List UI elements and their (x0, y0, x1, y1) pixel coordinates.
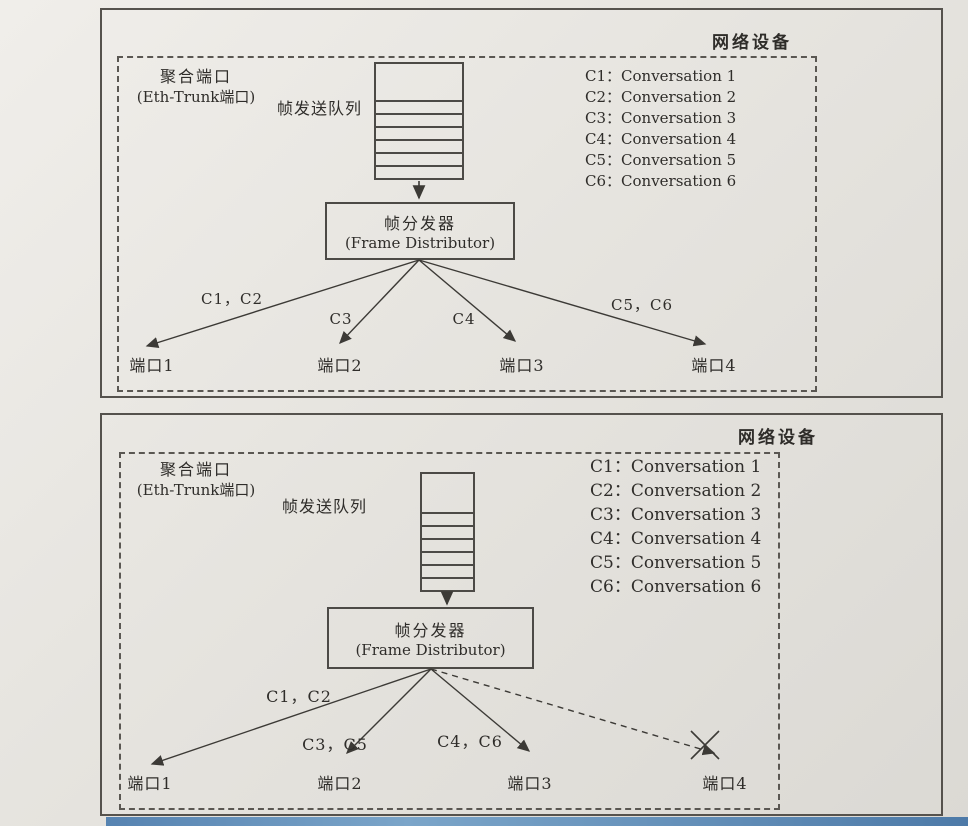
flow-label-port4: C5，C6 (610, 296, 674, 314)
legend-item-c2: C2：Conversation 2 (590, 481, 762, 501)
frame-send-queue (374, 62, 464, 180)
port-4-label: 端口4 (691, 356, 737, 375)
legend-item-c2: C2：Conversation 2 (585, 88, 737, 106)
queue-slot (422, 577, 473, 590)
aggregate-port-title: 聚合端口 (159, 67, 232, 86)
legend-item-c3: C3：Conversation 3 (585, 109, 737, 127)
legend-item-c5: C5：Conversation 5 (590, 553, 762, 573)
port-1-label: 端口1 (127, 774, 173, 793)
flow-label-port2: C3，C5 (302, 735, 368, 754)
queue-slots (422, 512, 473, 590)
queue-slot (422, 564, 473, 577)
network-device-panel-2: 网络设备 聚合端口 (Eth-Trunk端口) 帧发送队列 帧分发器 (Fram… (100, 413, 943, 816)
frame-distributor-box: 帧分发器 (Frame Distributor) (327, 607, 534, 669)
queue-slot (376, 165, 462, 178)
queue-slot (376, 113, 462, 126)
legend-item-c6: C6：Conversation 6 (590, 577, 762, 597)
queue-slot (376, 139, 462, 152)
aggregate-port-label: 聚合端口 (Eth-Trunk端口) (126, 459, 266, 501)
legend-item-c5: C5：Conversation 5 (585, 151, 737, 169)
flow-label-port1: C1，C2 (266, 687, 332, 706)
aggregate-port-subtitle: (Eth-Trunk端口) (136, 481, 256, 499)
flow-label-port1: C1，C2 (200, 290, 264, 308)
legend-item-c3: C3：Conversation 3 (590, 505, 762, 525)
queue-slot (422, 525, 473, 538)
legend-item-c6: C6：Conversation 6 (585, 172, 737, 190)
queue-slot (422, 538, 473, 551)
flow-label-port2: C3 (329, 310, 353, 328)
frame-queue-label: 帧发送队列 (282, 497, 368, 516)
aggregate-port-label: 聚合端口 (Eth-Trunk端口) (126, 66, 266, 108)
queue-slots (376, 100, 462, 178)
conversation-legend: C1：Conversation 1 C2：Conversation 2 C3：C… (590, 455, 761, 599)
eth-trunk-boundary (117, 56, 817, 392)
eth-trunk-boundary (119, 452, 780, 810)
port-3-label: 端口3 (507, 774, 553, 793)
queue-slot (422, 551, 473, 564)
queue-slot (376, 152, 462, 165)
aggregate-port-subtitle: (Eth-Trunk端口) (136, 88, 256, 106)
queue-slot (376, 126, 462, 139)
conversation-legend: C1：Conversation 1 C2：Conversation 2 C3：C… (585, 66, 736, 192)
frame-distributor-box: 帧分发器 (Frame Distributor) (325, 202, 515, 260)
queue-slot (422, 512, 473, 525)
device-label: 网络设备 (738, 428, 818, 448)
legend-item-c4: C4：Conversation 4 (585, 130, 737, 148)
port-4-label: 端口4 (702, 774, 748, 793)
frame-distributor-subtitle: (Frame Distributor) (344, 234, 496, 252)
port-2-label: 端口2 (317, 356, 363, 375)
frame-distributor-title: 帧分发器 (394, 621, 467, 640)
aggregate-port-title: 聚合端口 (159, 460, 232, 479)
frame-queue-label: 帧发送队列 (277, 99, 363, 118)
frame-distributor-title: 帧分发器 (383, 214, 456, 233)
network-device-panel-1: 网络设备 聚合端口 (Eth-Trunk端口) 帧发送队列 帧分发器 (Fram… (100, 8, 943, 398)
device-label: 网络设备 (712, 33, 792, 53)
queue-slot (376, 100, 462, 113)
port-3-label: 端口3 (499, 356, 545, 375)
scan-edge-blue-strip (106, 817, 968, 826)
legend-item-c1: C1：Conversation 1 (585, 67, 737, 85)
port-1-label: 端口1 (129, 356, 175, 375)
frame-distributor-subtitle: (Frame Distributor) (355, 641, 506, 659)
legend-item-c4: C4：Conversation 4 (590, 529, 762, 549)
flow-label-port3: C4 (452, 310, 476, 328)
flow-label-port3: C4，C6 (437, 732, 503, 751)
legend-item-c1: C1：Conversation 1 (590, 457, 762, 477)
frame-send-queue (420, 472, 475, 592)
port-2-label: 端口2 (317, 774, 363, 793)
